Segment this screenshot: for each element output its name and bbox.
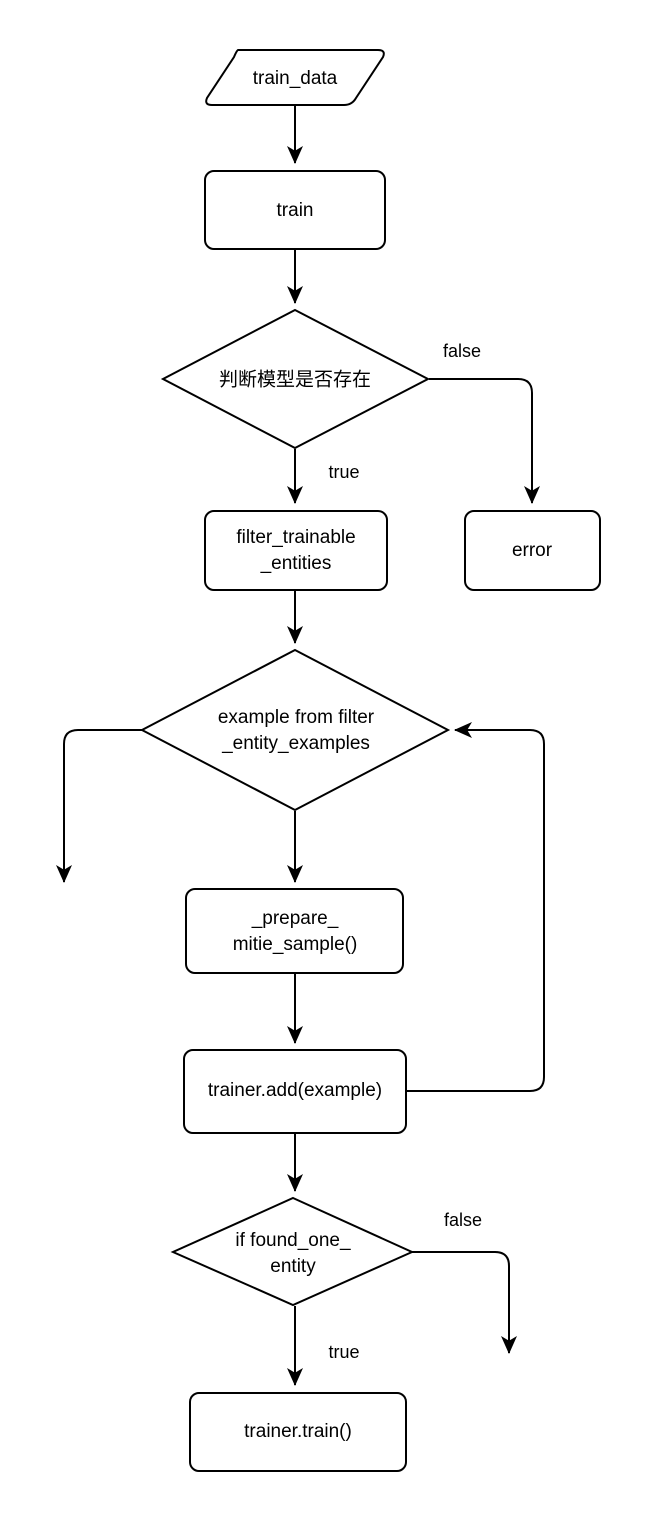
- example-loop-label-line2: _entity_examples: [221, 733, 370, 754]
- train-label: train: [277, 200, 314, 221]
- edge-model-exists-false-to-error: [429, 378, 540, 504]
- train-data-parallelogram: [205, 49, 385, 106]
- edge-label-false-model-exists: false: [443, 341, 481, 361]
- error-box: [464, 510, 601, 591]
- train-data-label: train_data: [253, 68, 338, 89]
- error-label: error: [512, 540, 553, 561]
- node-train-data[interactable]: train_data: [205, 49, 385, 106]
- edge-label-true-found-one-entity: true: [328, 1342, 359, 1362]
- node-trainer-train[interactable]: trainer.train(): [189, 1392, 407, 1472]
- trainer-train-box: [189, 1392, 407, 1472]
- edge-trainer-add-loop-back: [406, 722, 545, 1092]
- node-example-loop-decision[interactable]: example from filter _entity_examples: [139, 648, 451, 812]
- edge-label-true-model-exists: true: [328, 462, 359, 482]
- prepare-mitie-sample-label-line1: _prepare_: [251, 908, 339, 929]
- edge-example-loop-exit-left: [56, 729, 142, 883]
- trainer-train-label: trainer.train(): [244, 1421, 352, 1442]
- node-trainer-add[interactable]: trainer.add(example): [183, 1049, 407, 1134]
- found-one-entity-label-line1: if found_one_: [235, 1230, 351, 1251]
- filter-trainable-entities-box: [204, 510, 388, 591]
- filter-trainable-entities-label-line2: _entities: [260, 553, 332, 574]
- prepare-mitie-sample-box: [185, 888, 404, 974]
- trainer-add-box: [183, 1049, 407, 1134]
- found-one-entity-diamond: [170, 1196, 415, 1307]
- model-exists-label: 判断模型是否存在: [219, 369, 371, 391]
- node-filter-trainable-entities[interactable]: filter_trainable _entities: [204, 510, 388, 591]
- prepare-mitie-sample-label-line2: mitie_sample(): [233, 934, 358, 955]
- edge-found-one-entity-false-exit: [412, 1251, 517, 1354]
- node-found-one-entity-decision[interactable]: if found_one_ entity: [170, 1196, 415, 1307]
- filter-trainable-entities-label-line1: filter_trainable: [236, 527, 355, 548]
- node-model-exists-decision[interactable]: 判断模型是否存在: [160, 308, 431, 450]
- example-loop-diamond: [139, 648, 451, 812]
- node-train[interactable]: train: [204, 170, 386, 250]
- node-error[interactable]: error: [464, 510, 601, 591]
- edge-label-false-found-one-entity: false: [444, 1210, 482, 1230]
- example-loop-label-line1: example from filter: [218, 707, 375, 728]
- trainer-add-label: trainer.add(example): [208, 1080, 382, 1101]
- model-exists-diamond: [160, 308, 431, 450]
- train-box: [204, 170, 386, 250]
- node-prepare-mitie-sample[interactable]: _prepare_ mitie_sample(): [185, 888, 404, 974]
- found-one-entity-label-line2: entity: [270, 1256, 316, 1277]
